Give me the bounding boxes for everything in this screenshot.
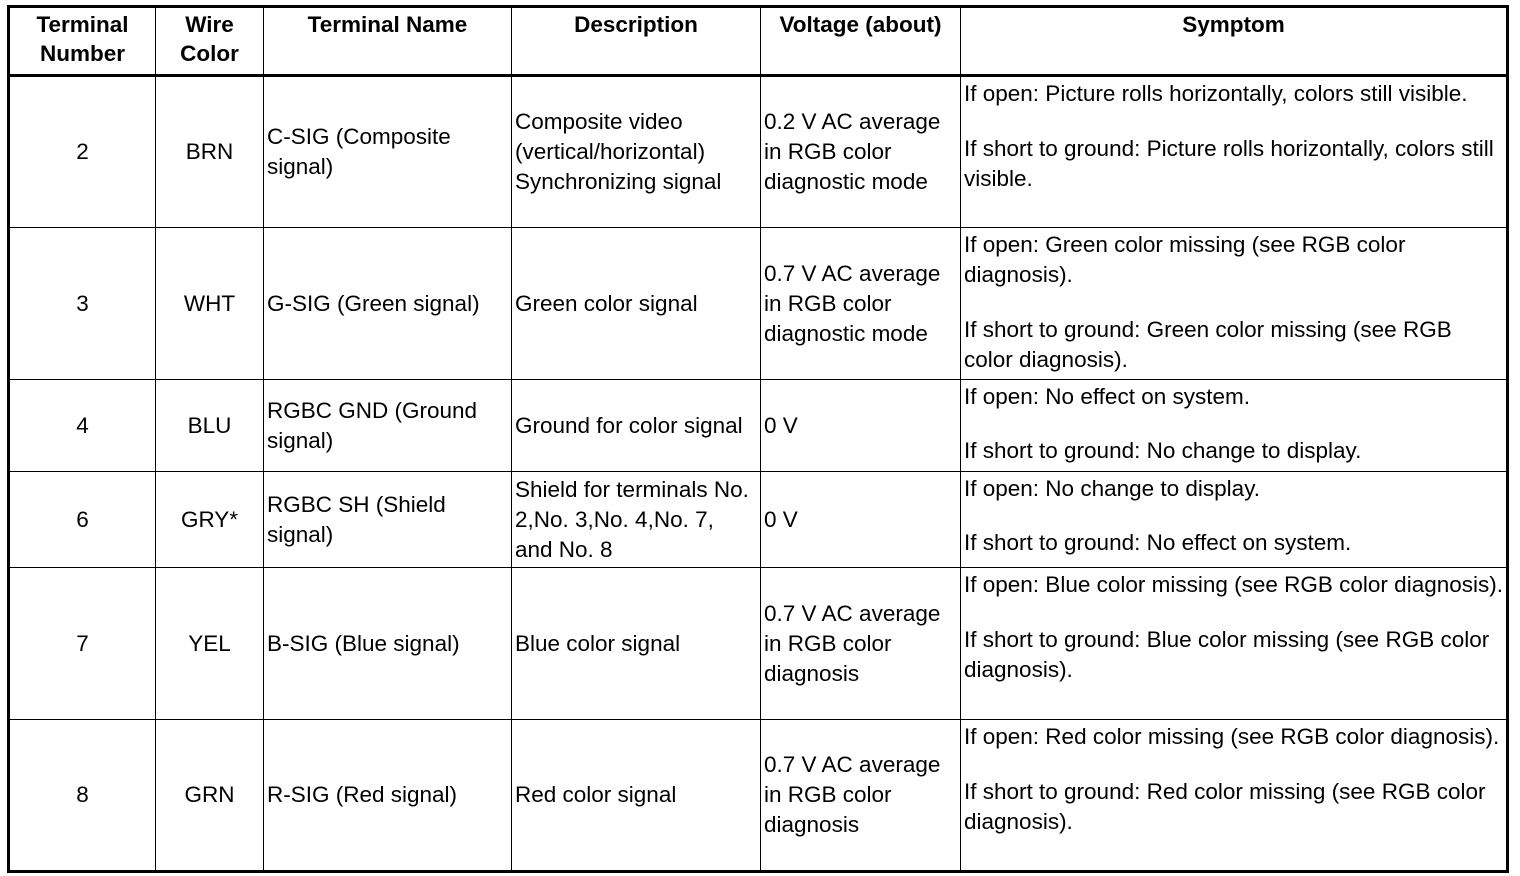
symptom-cell: If open: Green color missing (see RGB co… bbox=[960, 227, 1508, 380]
header-description: Description bbox=[511, 6, 761, 77]
terminal-table: Terminal Number Wire Color Terminal Name… bbox=[7, 5, 1509, 873]
description-cell: Shield for terminals No. 2,No. 3,No. 4,N… bbox=[511, 471, 761, 568]
terminal-number-cell: 4 bbox=[8, 379, 156, 472]
table-row: 6 GRY* RGBC SH (Shield signal) Shield fo… bbox=[8, 471, 1508, 568]
voltage-cell: 0 V bbox=[760, 379, 961, 472]
voltage-cell: 0.7 V AC average in RGB color diagnostic… bbox=[760, 227, 961, 380]
symptom-open: If open: No change to display. bbox=[964, 476, 1261, 501]
description-cell: Red color signal bbox=[511, 719, 761, 872]
wire-color-cell: WHT bbox=[155, 227, 264, 380]
voltage-cell: 0.7 V AC average in RGB color diagnosis bbox=[760, 719, 961, 872]
header-row: Terminal Number Wire Color Terminal Name… bbox=[8, 6, 1508, 77]
terminal-number-cell: 7 bbox=[8, 567, 156, 720]
table-row: 8 GRN R-SIG (Red signal) Red color signa… bbox=[8, 719, 1508, 872]
terminal-name-cell: B-SIG (Blue signal) bbox=[263, 567, 512, 720]
symptom-open: If open: Blue color missing (see RGB col… bbox=[964, 572, 1503, 597]
symptom-cell: If open: Blue color missing (see RGB col… bbox=[960, 567, 1508, 720]
symptom-open: If open: No effect on system. bbox=[964, 384, 1250, 409]
symptom-short: If short to ground: Green color missing … bbox=[964, 317, 1452, 372]
symptom-cell: If open: No effect on system. If short t… bbox=[960, 379, 1508, 472]
terminal-number-cell: 3 bbox=[8, 227, 156, 380]
description-cell: Ground for color signal bbox=[511, 379, 761, 472]
symptom-open: If open: Green color missing (see RGB co… bbox=[964, 232, 1406, 287]
terminal-name-cell: RGBC GND (Ground signal) bbox=[263, 379, 512, 472]
voltage-cell: 0 V bbox=[760, 471, 961, 568]
symptom-short: If short to ground: Red color missing (s… bbox=[964, 779, 1486, 834]
symptom-cell: If open: No change to display. If short … bbox=[960, 471, 1508, 568]
wire-color-cell: YEL bbox=[155, 567, 264, 720]
symptom-open: If open: Red color missing (see RGB colo… bbox=[964, 724, 1500, 749]
header-voltage: Voltage (about) bbox=[760, 6, 961, 77]
wire-color-cell: GRY* bbox=[155, 471, 264, 568]
symptom-cell: If open: Picture rolls horizontally, col… bbox=[960, 75, 1508, 228]
terminal-number-cell: 2 bbox=[8, 75, 156, 228]
table-row: 3 WHT G-SIG (Green signal) Green color s… bbox=[8, 227, 1508, 380]
description-cell: Green color signal bbox=[511, 227, 761, 380]
header-wire-color: Wire Color bbox=[155, 6, 264, 77]
symptom-short: If short to ground: Blue color missing (… bbox=[964, 627, 1490, 682]
description-cell: Composite video (vertical/horizontal) Sy… bbox=[511, 75, 761, 228]
table-row: 4 BLU RGBC GND (Ground signal) Ground fo… bbox=[8, 379, 1508, 472]
header-terminal-name: Terminal Name bbox=[263, 6, 512, 77]
symptom-cell: If open: Red color missing (see RGB colo… bbox=[960, 719, 1508, 872]
terminal-name-cell: C-SIG (Composite signal) bbox=[263, 75, 512, 228]
symptom-short: If short to ground: No change to display… bbox=[964, 438, 1362, 463]
voltage-cell: 0.7 V AC average in RGB color diagnosis bbox=[760, 567, 961, 720]
table-row: 7 YEL B-SIG (Blue signal) Blue color sig… bbox=[8, 567, 1508, 720]
terminal-name-cell: G-SIG (Green signal) bbox=[263, 227, 512, 380]
symptom-short: If short to ground: Picture rolls horizo… bbox=[964, 136, 1494, 191]
terminal-number-cell: 8 bbox=[8, 719, 156, 872]
header-terminal-number: Terminal Number bbox=[8, 6, 156, 77]
terminal-name-cell: RGBC SH (Shield signal) bbox=[263, 471, 512, 568]
terminal-name-cell: R-SIG (Red signal) bbox=[263, 719, 512, 872]
wire-color-cell: GRN bbox=[155, 719, 264, 872]
description-cell: Blue color signal bbox=[511, 567, 761, 720]
symptom-open: If open: Picture rolls horizontally, col… bbox=[964, 81, 1468, 106]
terminal-number-cell: 6 bbox=[8, 471, 156, 568]
header-symptom: Symptom bbox=[960, 6, 1508, 77]
wire-color-cell: BRN bbox=[155, 75, 264, 228]
symptom-short: If short to ground: No effect on system. bbox=[964, 530, 1352, 555]
wire-color-cell: BLU bbox=[155, 379, 264, 472]
table-row: 2 BRN C-SIG (Composite signal) Composite… bbox=[8, 75, 1508, 228]
voltage-cell: 0.2 V AC average in RGB color diagnostic… bbox=[760, 75, 961, 228]
